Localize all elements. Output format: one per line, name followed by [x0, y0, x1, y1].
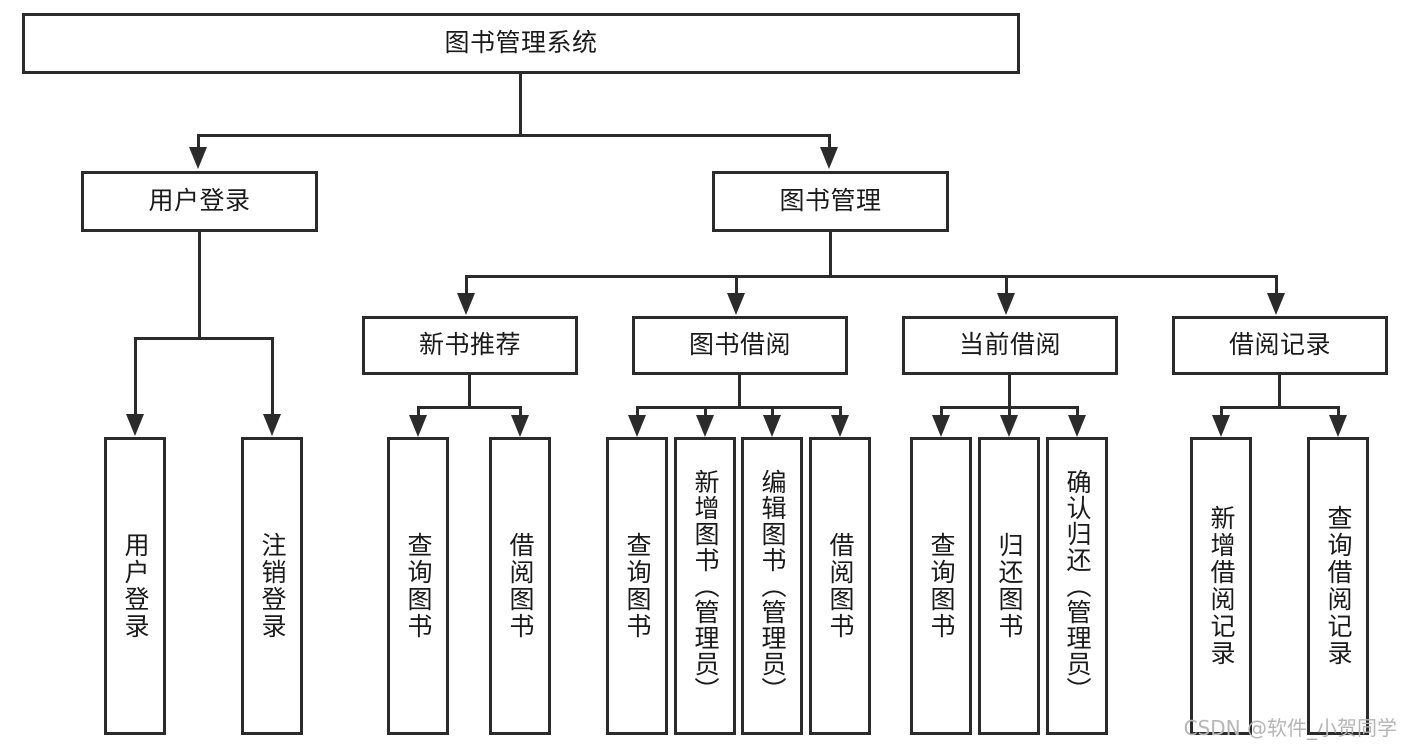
arrow-book-borrow-leaf-0: [628, 415, 646, 437]
node-new-book-recommend[interactable]: 新书推荐: [362, 316, 578, 375]
leaf-current-borrow-confirm-admin[interactable]: 确认归还（管理员）: [1046, 437, 1108, 735]
leaf-book-borrow-query[interactable]: 查询图书: [606, 437, 668, 735]
leaf-current-borrow-return[interactable]: 归还图书: [978, 437, 1040, 735]
connector-current-borrow-leaf-2: [1076, 406, 1079, 418]
leaf-borrow-record-query[interactable]: 查询借阅记录: [1307, 437, 1369, 735]
connector-new-book-stem: [468, 375, 471, 409]
connector-book-mgmt-stem: [829, 232, 832, 278]
node-book-management[interactable]: 图书管理: [712, 171, 949, 232]
node-label: 查询图书: [623, 532, 652, 640]
arrow-book-mgmt-c3: [1267, 293, 1285, 315]
node-label: 新增借阅记录: [1207, 505, 1236, 667]
leaf-book-borrow-add-admin[interactable]: 新增图书（管理员）: [674, 437, 736, 735]
connector-book-borrow-stem: [738, 375, 741, 409]
connector-user-login-bus: [134, 337, 274, 340]
connector-root-bus: [197, 134, 831, 137]
arrow-book-borrow-leaf-2: [763, 415, 781, 437]
arrow-book-borrow-leaf-1: [696, 415, 714, 437]
arrow-book-mgmt-c2: [997, 293, 1015, 315]
arrow-current-borrow-leaf-0: [932, 415, 950, 437]
node-label: 新增图书（管理员）: [691, 469, 720, 703]
connector-book-mgmt-c0: [465, 275, 468, 295]
arrow-borrow-record-leaf-0: [1212, 415, 1230, 437]
connector-new-book-bus: [417, 406, 522, 409]
connector-book-mgmt-c2: [1005, 275, 1008, 295]
arrow-current-borrow-leaf-1: [1000, 415, 1018, 437]
node-label: 编辑图书（管理员）: [758, 469, 787, 703]
connector-book-borrow-leaf-0: [636, 406, 639, 418]
node-label: 图书管理系统: [444, 28, 598, 58]
node-label: 新书推荐: [418, 330, 521, 360]
connector-current-borrow-leaf-0: [940, 406, 943, 418]
connector-borrow-record-bus: [1220, 406, 1340, 409]
connector-book-mgmt-bus: [465, 275, 1278, 278]
node-label: 图书管理: [779, 186, 882, 216]
node-label: 查询图书: [927, 532, 956, 640]
node-label: 归还图书: [995, 532, 1024, 640]
node-label: 查询借阅记录: [1324, 505, 1353, 667]
leaf-user-login-logout[interactable]: 注销登录: [241, 437, 303, 735]
connector-borrow-record-leaf-0: [1220, 406, 1223, 418]
arrow-new-book-leaf-1: [511, 415, 529, 437]
connector-user-login-stem: [198, 232, 201, 340]
node-book-borrow[interactable]: 图书借阅: [632, 316, 848, 375]
connector-borrow-record-leaf-1: [1337, 406, 1340, 418]
arrow-new-book-leaf-0: [409, 415, 427, 437]
arrow-current-borrow-leaf-2: [1068, 415, 1086, 437]
arrow-root-to-book-mgmt: [820, 147, 838, 169]
leaf-book-borrow-borrow[interactable]: 借阅图书: [809, 437, 871, 735]
leaf-book-borrow-edit-admin[interactable]: 编辑图书（管理员）: [741, 437, 803, 735]
arrow-borrow-record-leaf-1: [1329, 415, 1347, 437]
leaf-borrow-record-add[interactable]: 新增借阅记录: [1190, 437, 1252, 735]
arrow-user-login-leaf-1: [263, 414, 281, 436]
connector-borrow-record-stem: [1278, 375, 1281, 409]
leaf-new-book-borrow[interactable]: 借阅图书: [489, 437, 551, 735]
node-label: 用户登录: [121, 532, 150, 640]
node-label: 确认归还（管理员）: [1063, 469, 1092, 703]
node-user-login[interactable]: 用户登录: [81, 171, 318, 232]
connector-new-book-leaf-0: [417, 406, 420, 418]
node-borrow-record[interactable]: 借阅记录: [1172, 316, 1388, 375]
node-label: 图书借阅: [688, 330, 791, 360]
node-label: 当前借阅: [958, 330, 1061, 360]
arrow-user-login-leaf-0: [126, 414, 144, 436]
node-current-borrow[interactable]: 当前借阅: [902, 316, 1118, 375]
connector-root-stem: [519, 74, 522, 136]
connector-book-borrow-leaf-1: [704, 406, 707, 418]
connector-current-borrow-stem: [1008, 375, 1011, 409]
arrow-book-borrow-leaf-3: [831, 415, 849, 437]
connector-book-mgmt-c3: [1275, 275, 1278, 295]
arrow-book-mgmt-c0: [457, 293, 475, 315]
connector-new-book-leaf-1: [519, 406, 522, 418]
leaf-new-book-query[interactable]: 查询图书: [387, 437, 449, 735]
node-label: 借阅图书: [826, 532, 855, 640]
leaf-current-borrow-query[interactable]: 查询图书: [910, 437, 972, 735]
node-label: 注销登录: [258, 532, 287, 640]
connector-root-to-book-mgmt: [828, 134, 831, 148]
connector-book-borrow-leaf-3: [839, 406, 842, 418]
node-label: 借阅记录: [1228, 330, 1331, 360]
node-label: 借阅图书: [506, 532, 535, 640]
leaf-user-login-login[interactable]: 用户登录: [104, 437, 166, 735]
connector-book-borrow-leaf-2: [771, 406, 774, 418]
arrow-root-to-user-login: [189, 147, 207, 169]
node-label: 用户登录: [148, 186, 251, 216]
connector-book-borrow-bus: [636, 406, 842, 409]
connector-book-mgmt-c1: [735, 275, 738, 295]
node-root-system[interactable]: 图书管理系统: [22, 13, 1020, 74]
connector-root-to-user-login: [197, 134, 200, 148]
arrow-book-mgmt-c1: [727, 293, 745, 315]
node-label: 查询图书: [404, 532, 433, 640]
connector-current-borrow-leaf-1: [1008, 406, 1011, 418]
connector-user-login-leaf-0: [134, 337, 137, 415]
connector-user-login-leaf-1: [271, 337, 274, 415]
